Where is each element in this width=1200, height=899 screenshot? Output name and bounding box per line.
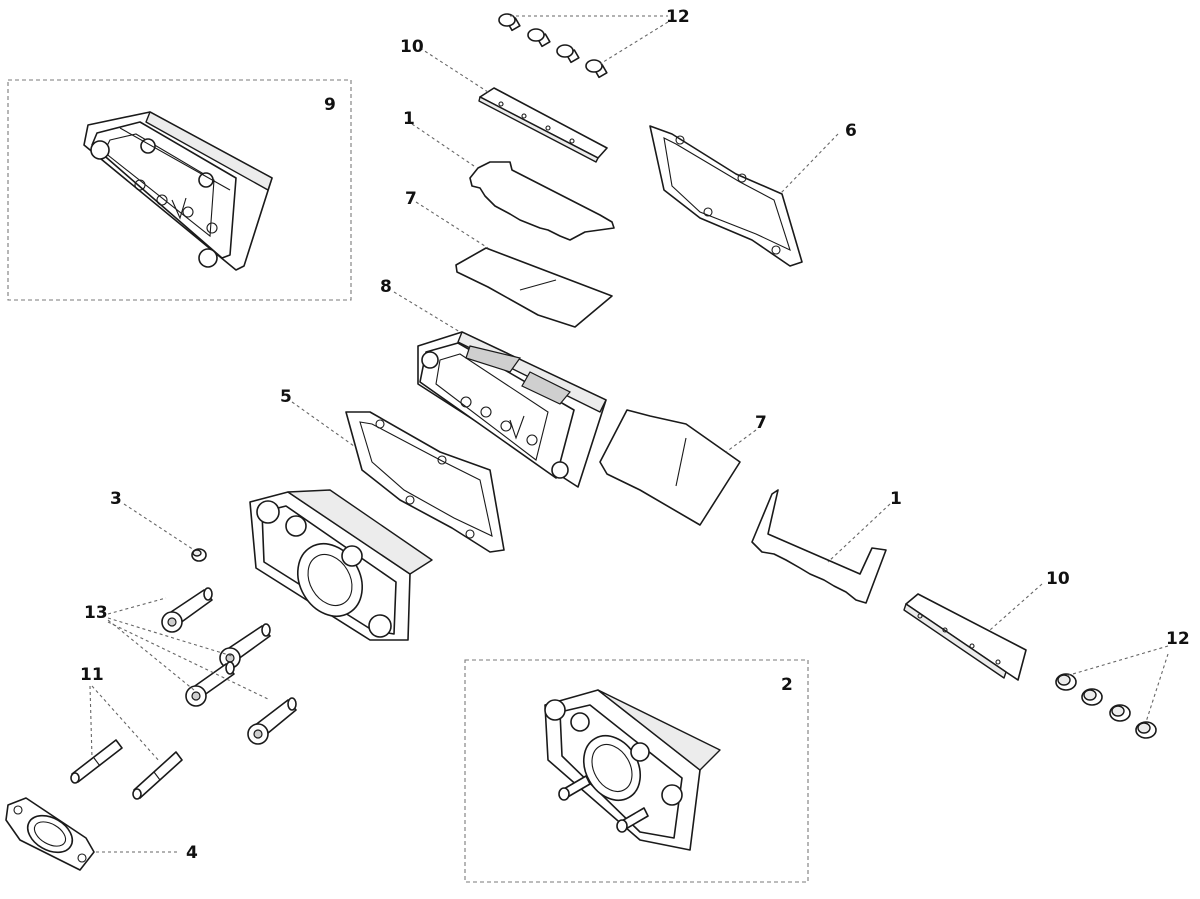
leader-5: [291, 401, 355, 447]
callout-12-right: 12: [1166, 629, 1190, 649]
leader-10-top: [419, 47, 489, 93]
dowel-pin-set-11: [70, 739, 183, 800]
dowel-pin-11-2: [132, 751, 183, 800]
leader-6: [779, 133, 839, 195]
leader-1-top: [411, 123, 475, 167]
leader-12-right-a: [1065, 645, 1169, 677]
leader-8: [393, 291, 461, 333]
assembled-reed-block-9: [83, 111, 273, 271]
leader-11-a: [89, 685, 93, 759]
leader-10-right: [989, 583, 1043, 631]
assembled-manifold-2: [544, 689, 721, 851]
callout-5: 5: [280, 387, 292, 407]
callout-3: 3: [110, 489, 122, 509]
screw-set-12-top: [498, 13, 608, 79]
leader-13-c: [107, 619, 195, 691]
callout-10-top: 10: [400, 37, 424, 57]
leader-1-mid: [827, 503, 891, 563]
callout-6: 6: [845, 121, 857, 141]
callout-1-mid: 1: [890, 489, 902, 509]
leader-11-b: [91, 685, 161, 763]
callout-10-right: 10: [1046, 569, 1070, 589]
screw-12-right-4: [1135, 721, 1157, 739]
callout-labels: 12 10 9 1 6 7 8 5 7 3 1 10 13 12 11 2 4: [80, 7, 1190, 863]
reed-stopper-10-top: [478, 87, 608, 163]
callout-12-top: 12: [666, 7, 690, 27]
screw-12-right-1: [1055, 673, 1077, 691]
callout-9: 9: [324, 95, 336, 115]
leader-lines: [89, 15, 1169, 853]
nut-3: [191, 548, 207, 562]
intake-manifold: [249, 489, 433, 641]
gasket-6: [649, 125, 803, 267]
screw-12-top-2: [527, 28, 551, 48]
reed-stopper-10-right: [903, 593, 1027, 681]
petal-stopper-1-top: [469, 161, 615, 241]
bolt-13-3: [185, 661, 235, 707]
leader-12-top-b: [599, 21, 669, 65]
bolt-set-13: [161, 587, 297, 745]
screw-12-top-3: [556, 44, 580, 64]
detail-box-2: [464, 659, 809, 883]
reed-petal-7-mid: [599, 409, 741, 526]
screw-12-right-2: [1081, 688, 1103, 706]
leader-7-mid: [725, 429, 757, 453]
bolt-13-4: [247, 697, 297, 745]
detail-box-9: [7, 79, 352, 301]
reed-petal-7-top: [455, 247, 613, 328]
callout-1-top: 1: [403, 109, 415, 129]
leader-7-top: [415, 201, 489, 249]
callout-13: 13: [84, 603, 108, 623]
leader-13-a: [107, 597, 167, 615]
callout-7-top: 7: [405, 189, 417, 209]
gasket-4: [5, 797, 95, 871]
callout-2: 2: [781, 675, 793, 695]
screw-12-top-4: [585, 59, 608, 79]
callout-8: 8: [380, 277, 392, 297]
bolt-13-1: [161, 587, 213, 633]
dowel-pin-11-1: [70, 739, 123, 784]
leader-3: [123, 503, 195, 551]
leader-12-right-b: [1145, 653, 1169, 723]
screw-set-12-right: [1055, 673, 1157, 739]
screw-12-top-1: [498, 13, 521, 32]
callout-4: 4: [186, 843, 198, 863]
callout-11: 11: [80, 665, 104, 685]
leader-13-b: [107, 617, 233, 657]
callout-7-mid: 7: [755, 413, 767, 433]
gasket-5: [345, 411, 505, 553]
bolt-13-2: [219, 623, 271, 669]
screw-12-right-3: [1109, 704, 1131, 722]
petal-stopper-1-mid: [751, 489, 887, 604]
reed-block-8: [417, 331, 607, 488]
